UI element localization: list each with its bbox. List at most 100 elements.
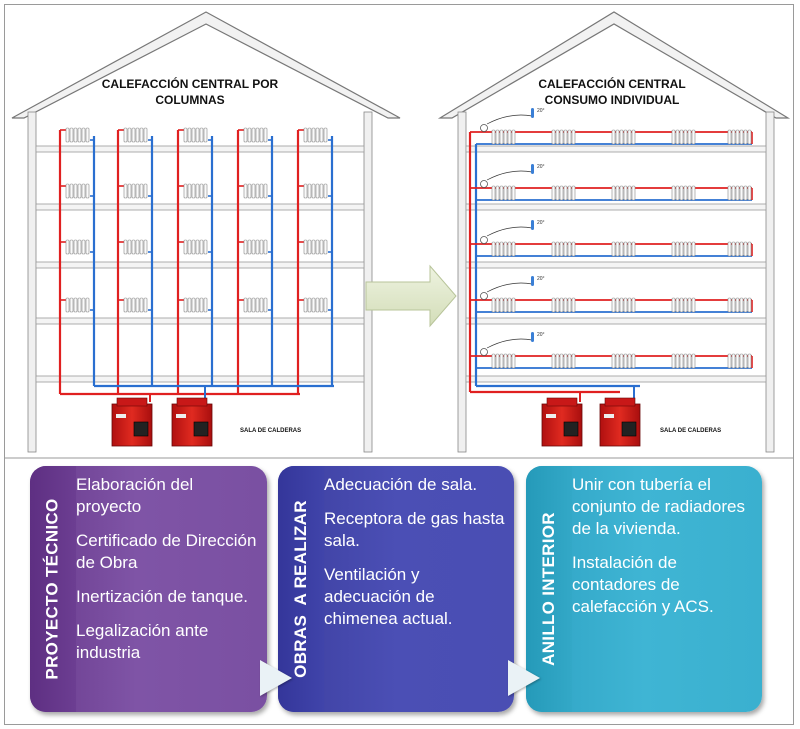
radiator-fin — [243, 297, 248, 313]
radiator-fin — [743, 241, 748, 257]
step-title: PROYECTO TÉCNICO — [43, 498, 62, 680]
boiler-top — [604, 397, 636, 407]
left-house-title-2: COLUMNAS — [155, 93, 224, 107]
left-wall-left — [27, 111, 37, 453]
radiator-fin — [567, 353, 572, 369]
radiator-fin — [251, 239, 256, 255]
radiator-fin — [623, 353, 628, 369]
radiator-fin — [499, 185, 504, 201]
heat-meter-icon — [480, 348, 488, 356]
radiator-fin — [679, 129, 684, 145]
radiator-fin — [495, 353, 500, 369]
radiator-fin — [511, 129, 516, 145]
radiator-fin — [731, 353, 736, 369]
radiator-fin — [73, 127, 78, 143]
radiator-fin — [511, 241, 516, 257]
radiator-fin — [491, 297, 496, 313]
radiator-fin — [503, 241, 508, 257]
radiator-fin — [675, 297, 680, 313]
radiator-fin — [491, 129, 496, 145]
radiator-fin — [511, 353, 516, 369]
radiator-fin — [615, 297, 620, 313]
radiator-fin — [259, 127, 264, 143]
radiator-fin — [563, 241, 568, 257]
radiator-fin — [499, 129, 504, 145]
radiator-fin — [627, 297, 632, 313]
radiator-fin — [187, 239, 192, 255]
radiator-fin — [683, 297, 688, 313]
radiator-fin — [739, 129, 744, 145]
radiator-fin — [627, 129, 632, 145]
radiator-fin — [495, 241, 500, 257]
radiator-fin — [77, 239, 82, 255]
radiator-fin — [199, 127, 204, 143]
radiator-fin — [611, 185, 616, 201]
right-boiler-room-label: SALA DE CALDERAS — [660, 428, 721, 434]
radiator-fin — [675, 185, 680, 201]
boiler-top — [176, 397, 208, 407]
radiator-fin — [243, 183, 248, 199]
right-house-title-1: CALEFACCIÓN CENTRAL — [538, 76, 685, 91]
radiator-fin — [615, 185, 620, 201]
heat-meter-icon — [480, 236, 488, 244]
step-panel-obras-a-realizar: OBRAS A REALIZAR Adecuación de sala. Rec… — [278, 466, 514, 712]
radiator-fin — [571, 353, 576, 369]
radiator-fin — [123, 297, 128, 313]
radiator-fin — [511, 185, 516, 201]
radiator-fin — [259, 183, 264, 199]
radiator-fin — [255, 297, 260, 313]
radiator-fin — [499, 353, 504, 369]
radiator-fin — [563, 353, 568, 369]
radiator-fin — [143, 239, 148, 255]
radiator-fin — [571, 129, 576, 145]
radiator-fin — [307, 239, 312, 255]
list-item: Receptora de gas hasta sala. — [324, 509, 505, 550]
radiator-fin — [139, 183, 144, 199]
radiator-fin — [555, 129, 560, 145]
thermostat-label: 20° — [537, 276, 545, 282]
radiator-fin — [191, 297, 196, 313]
left-radiators — [65, 127, 328, 313]
radiator-fin — [623, 297, 628, 313]
radiator-fin — [567, 129, 572, 145]
radiator-fin — [735, 353, 740, 369]
radiator-fin — [627, 353, 632, 369]
radiator-fin — [199, 297, 204, 313]
floor-slab — [465, 145, 767, 153]
radiator-fin — [631, 129, 636, 145]
radiator-fin — [619, 353, 624, 369]
radiator-fin — [679, 297, 684, 313]
radiator-fin — [743, 297, 748, 313]
right-floors — [465, 145, 767, 383]
radiator-fin — [735, 297, 740, 313]
radiator-fin — [495, 185, 500, 201]
thermostat-label: 20° — [537, 164, 545, 170]
radiator-fin — [683, 129, 688, 145]
step-panel-anillo-interior: ANILLO INTERIOR Unir con tubería el conj… — [526, 466, 762, 712]
radiator-fin — [81, 297, 86, 313]
radiator-fin — [671, 353, 676, 369]
list-item: Instalación de contadores de calefacción… — [572, 553, 714, 616]
radiator-fin — [675, 241, 680, 257]
boiler-door — [563, 421, 579, 437]
radiator-fin — [263, 183, 268, 199]
right-wall-right — [765, 111, 775, 453]
radiator-fin — [559, 129, 564, 145]
radiator-fin — [679, 185, 684, 201]
floor-slab — [465, 317, 767, 325]
radiator-fin — [563, 185, 568, 201]
radiator-fin — [127, 297, 132, 313]
list-item: Inertización de tanque. — [76, 587, 249, 606]
radiator-fin — [127, 183, 132, 199]
radiator-fin — [551, 185, 556, 201]
radiator-fin — [191, 239, 196, 255]
boiler-plate — [546, 414, 556, 418]
radiator-fin — [507, 297, 512, 313]
radiator-fin — [687, 129, 692, 145]
transition-arrow — [365, 264, 457, 328]
list-item: Legalización ante industria — [76, 621, 209, 662]
radiator-fin — [743, 353, 748, 369]
radiator-fin — [615, 353, 620, 369]
radiator-fin — [303, 297, 308, 313]
radiator-fin — [319, 183, 324, 199]
